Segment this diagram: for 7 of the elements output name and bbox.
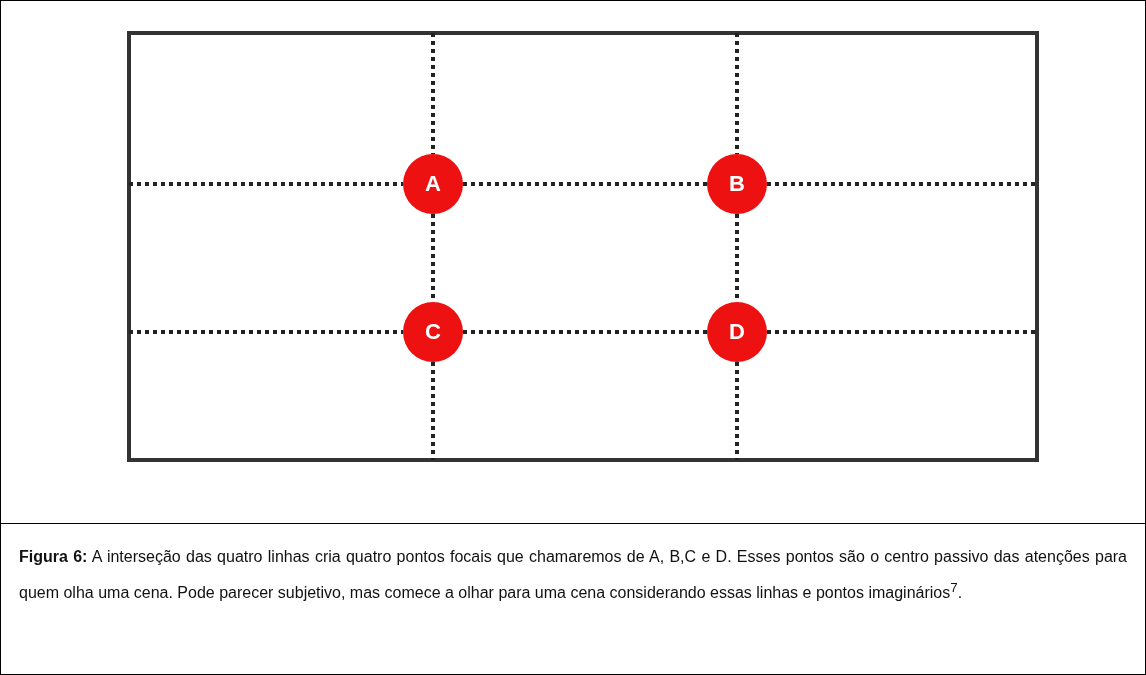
focal-point-circle: A (403, 154, 463, 214)
focal-point-circle: C (403, 302, 463, 362)
focal-point-circle: D (707, 302, 767, 362)
focal-point-circle: B (707, 154, 767, 214)
dotted-line (463, 182, 707, 186)
figure-caption: Figura 6: A interseção das quatro linhas cria quatro pontos focais que chamaremos de A, B,C e D. Esses pontos são o centro passivo das atenções para quem olha uma cena. Pode parecer subjetivo, mas comece a olhar para uma cena considerando essas linhas e pontos imaginários$^{7}$. (19, 547, 1127, 604)
dotted-line (463, 330, 707, 334)
